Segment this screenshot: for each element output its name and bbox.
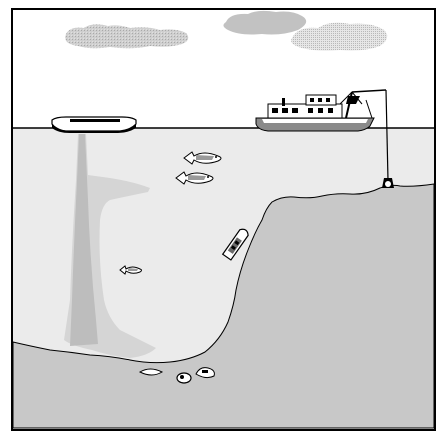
survey-boat-icon xyxy=(52,117,136,133)
sensor-icon xyxy=(382,178,394,188)
